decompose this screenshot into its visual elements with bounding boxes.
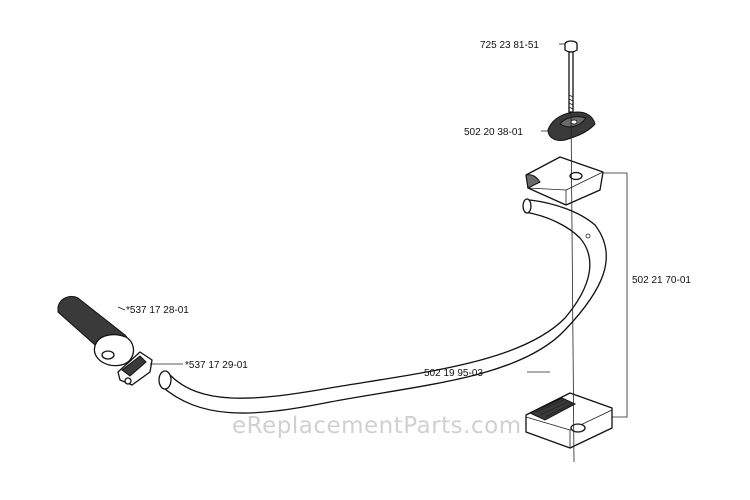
leader-grip	[117, 306, 126, 311]
handle-bar-part	[158, 198, 607, 414]
label-grip-clip: *537 17 29-01	[185, 360, 248, 371]
label-clamp-set: 502 21 70-01	[632, 275, 691, 286]
label-bolt: 725 23 81-51	[480, 40, 539, 51]
grip-part	[57, 295, 135, 367]
leader-clamp-bracket	[603, 172, 628, 418]
bolt-part	[564, 40, 578, 113]
bolt-axis-line	[570, 111, 575, 463]
label-grip: *537 17 28-01	[126, 305, 189, 316]
upper-clamp-part	[525, 156, 604, 206]
label-handle-bar: 502 19 95-03	[424, 368, 483, 379]
label-knob: 502 20 38-01	[464, 127, 523, 138]
grip-clip-part	[117, 351, 153, 386]
lower-clamp-part	[525, 392, 613, 449]
watermark-text: eReplacementParts.com	[232, 413, 522, 439]
